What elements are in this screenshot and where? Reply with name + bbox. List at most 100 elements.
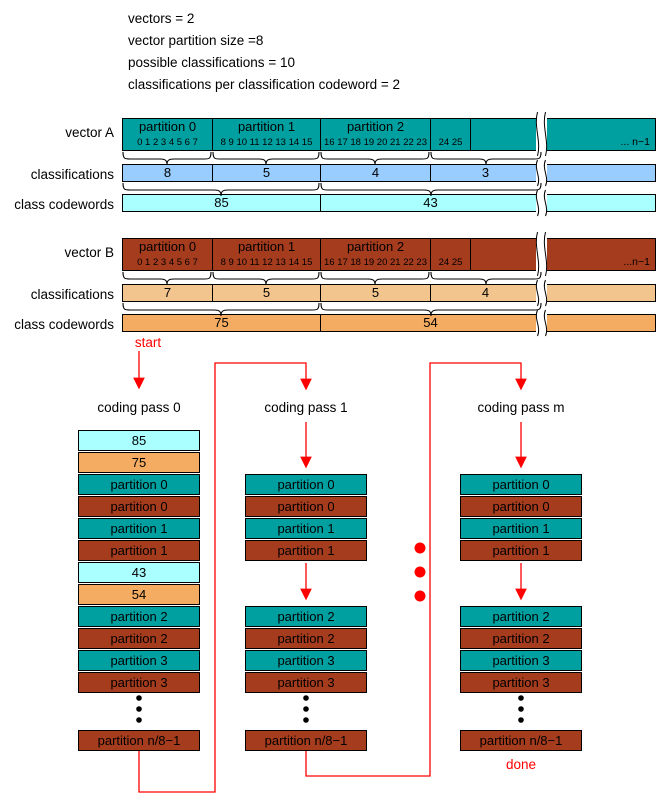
red-ellipsis-dot (414, 542, 426, 554)
ellipsis-dot (518, 695, 524, 701)
partition-indices: 24 25 (438, 137, 463, 148)
ellipsis-dot (303, 717, 309, 723)
class-codewords-a-label: class codewords (14, 197, 114, 212)
partition-indices: 8 9 10 11 12 13 14 15 (220, 137, 313, 148)
classification-value: 5 (321, 285, 431, 301)
pass-ellipsis-dots (414, 542, 426, 602)
ellipsis-dot (303, 695, 309, 701)
pass0-cell: partition 1 (78, 518, 200, 539)
classification-value: 4 (431, 285, 541, 301)
classification-value: 7 (123, 285, 213, 301)
pass1-cell: partition 1 (245, 540, 367, 561)
partition-indices: 16 17 18 19 20 21 22 23 (323, 137, 427, 148)
passm-cell: partition 2 (460, 606, 582, 627)
coding-pass-0-label: coding pass 0 (97, 400, 181, 415)
codeword-value: 75 (123, 315, 321, 331)
class-codewords-a-bar: 85 43 (122, 194, 656, 212)
classification-value: 3 (431, 165, 541, 181)
partition-indices: 0 1 2 3 4 5 6 7 (137, 257, 198, 268)
passm-cell: partition 3 (460, 672, 582, 693)
partition-indices: 0 1 2 3 4 5 6 7 (137, 137, 198, 148)
ellipsis-dot (136, 706, 142, 712)
passm-cell: partition n/8−1 (460, 730, 582, 751)
red-ellipsis-dot (414, 590, 426, 602)
ellipsis-dot (136, 695, 142, 701)
pass1-cell: partition 2 (245, 628, 367, 649)
vector-a-partition-1-segment: partition 1 8 9 10 11 12 13 14 15 (213, 119, 321, 150)
partition-label: partition 0 (138, 119, 197, 134)
pass1-cell: partition 0 (245, 496, 367, 517)
vector-a-tail: ... n−1 (620, 136, 650, 148)
param-partition-size: vector partition size =8 (128, 33, 264, 48)
classifications-b-label: classifications (30, 287, 114, 302)
vector-a-bar: partition 0 0 1 2 3 4 5 6 7 partition 1 … (122, 118, 656, 151)
classifications-b-bar: 7 5 5 4 (122, 284, 656, 302)
pass1-cell: partition n/8−1 (245, 730, 367, 751)
codeword-value: 54 (321, 315, 541, 331)
vector-a-partition-0-segment: partition 0 0 1 2 3 4 5 6 7 (123, 119, 213, 150)
classifications-a-label: classifications (30, 167, 114, 182)
classification-value: 8 (123, 165, 213, 181)
codeword-value: 43 (321, 195, 541, 211)
passm-cell: partition 0 (460, 474, 582, 495)
vector-a-partial-segment: 24 25 (431, 119, 471, 150)
pass0-cell: partition 3 (78, 650, 200, 671)
passm-cell: partition 1 (460, 540, 582, 561)
partition-label: partition 1 (237, 239, 296, 254)
passm-cell: partition 0 (460, 496, 582, 517)
vector-a-label: vector A (65, 125, 114, 140)
vector-b-bar: partition 0 0 1 2 3 4 5 6 7 partition 1 … (122, 238, 656, 271)
red-ellipsis-dot (414, 566, 426, 578)
ellipsis-dot (303, 706, 309, 712)
vector-b-tail: ...n−1 (623, 256, 650, 268)
partition-indices: 8 9 10 11 12 13 14 15 (220, 257, 313, 268)
class-codewords-b-bar: 75 54 (122, 314, 656, 332)
param-classifications-per-codeword: classifications per classification codew… (128, 77, 401, 92)
classification-value: 5 (213, 285, 321, 301)
pass0-cell: partition 2 (78, 606, 200, 627)
classification-value: 5 (213, 165, 321, 181)
codeword-value: 85 (123, 195, 321, 211)
ellipsis-dot (136, 717, 142, 723)
partition-label: partition 2 (346, 239, 405, 254)
vector-a-partition-2-segment: partition 2 16 17 18 19 20 21 22 23 (321, 119, 431, 150)
pass0-cell: 43 (78, 562, 200, 583)
classifications-a-bar: 8 5 4 3 (122, 164, 656, 182)
vector-b-partial-segment: 24 25 (431, 239, 471, 270)
classification-value: 4 (321, 165, 431, 181)
vector-b-partition-0-segment: partition 0 0 1 2 3 4 5 6 7 (123, 239, 213, 270)
partition-indices: 16 17 18 19 20 21 22 23 (323, 257, 427, 268)
done-label: done (505, 757, 537, 772)
pass0-cell: partition 0 (78, 474, 200, 495)
coding-pass-1-label: coding pass 1 (264, 400, 348, 415)
class-codewords-b-label: class codewords (14, 317, 114, 332)
pass1-cell: partition 3 (245, 672, 367, 693)
ellipsis-dot (518, 706, 524, 712)
ellipsis-dot (518, 717, 524, 723)
vector-b-partition-1-segment: partition 1 8 9 10 11 12 13 14 15 (213, 239, 321, 270)
parameters-block: vectors = 2 vector partition size =8 pos… (128, 8, 400, 96)
pass1-cell: partition 1 (245, 518, 367, 539)
passm-cell: partition 2 (460, 628, 582, 649)
pass0-cell: partition n/8−1 (78, 730, 200, 751)
vector-b-partition-2-segment: partition 2 16 17 18 19 20 21 22 23 (321, 239, 431, 270)
pass1-to-passm-connector (305, 362, 527, 777)
column-ellipsis-dots (136, 695, 524, 723)
vector-b-label: vector B (64, 245, 114, 260)
start-label: start (134, 335, 162, 350)
partition-label: partition 0 (138, 239, 197, 254)
param-vectors: vectors = 2 (128, 11, 195, 26)
pass0-cell: 54 (78, 584, 200, 605)
pass0-cell: partition 3 (78, 672, 200, 693)
pass0-cell: partition 0 (78, 496, 200, 517)
param-possible-classifications: possible classifications = 10 (128, 55, 295, 70)
coding-pass-m-label: coding pass m (477, 400, 565, 415)
pass0-cell: 85 (78, 430, 200, 451)
passm-cell: partition 3 (460, 650, 582, 671)
pass0-cell: partition 1 (78, 540, 200, 561)
pass0-cell: 75 (78, 452, 200, 473)
pass0-cell: partition 2 (78, 628, 200, 649)
partition-label: partition 1 (237, 119, 296, 134)
pass1-cell: partition 2 (245, 606, 367, 627)
